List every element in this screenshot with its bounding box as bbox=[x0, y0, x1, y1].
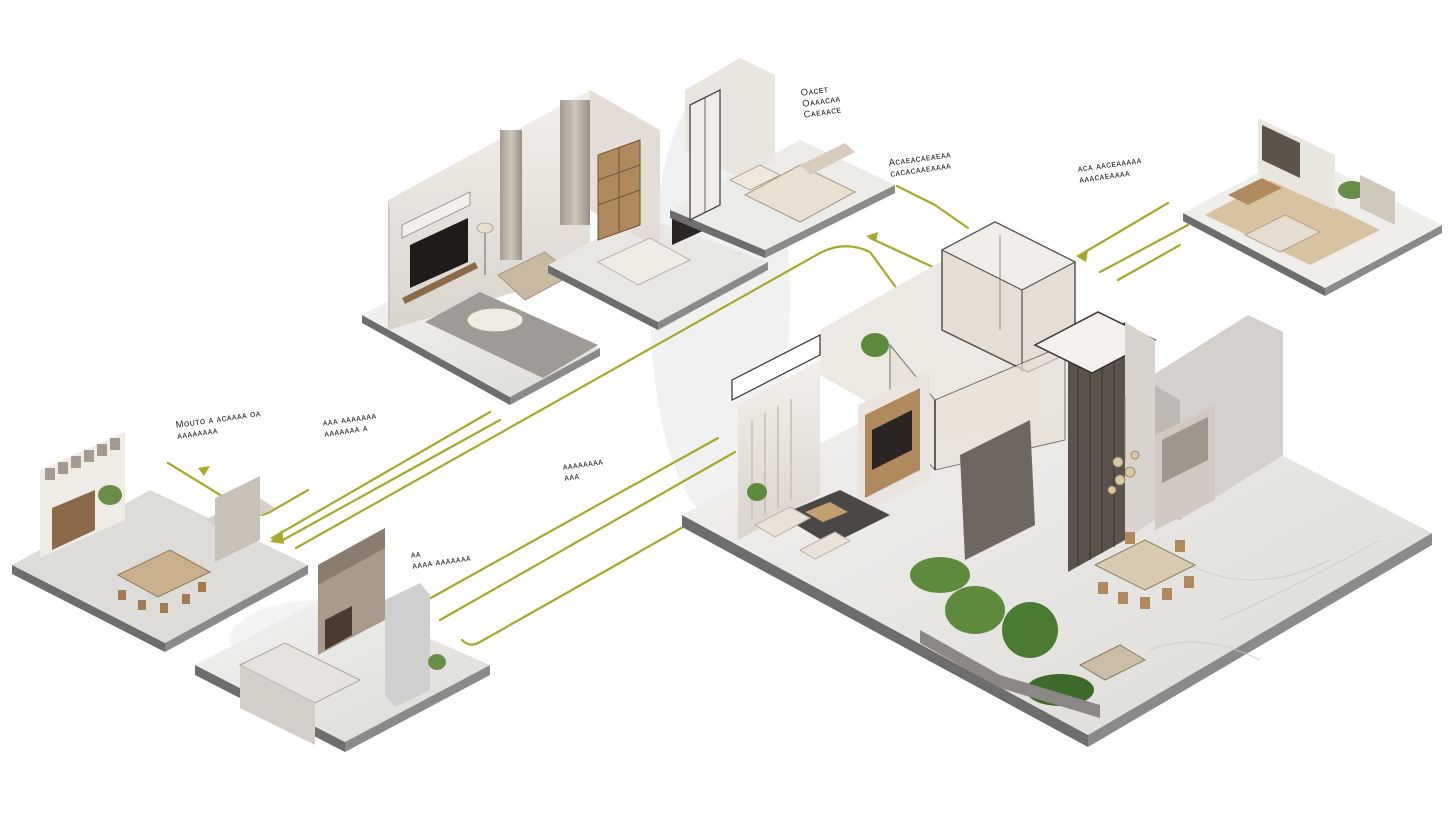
label-bedroom: Oᴀᴄᴇᴛ Oᴀᴀᴀᴄᴀᴀ Cᴀᴇᴀᴀᴄᴇ bbox=[800, 84, 843, 121]
connector-kitchen-2 bbox=[438, 450, 737, 622]
connector-long-2 bbox=[281, 418, 502, 542]
connector-long-3 bbox=[294, 245, 907, 550]
dining-table-left bbox=[116, 549, 212, 598]
kitchen-fridge bbox=[385, 583, 430, 707]
living-tv-frame bbox=[401, 191, 471, 239]
living-tv bbox=[410, 218, 468, 288]
module-study bbox=[1183, 118, 1442, 296]
media-sofa bbox=[596, 237, 692, 286]
tall-curtain-tower bbox=[1068, 322, 1125, 572]
outdoor-lounge bbox=[1078, 644, 1147, 681]
connector-study-2 bbox=[1098, 223, 1190, 274]
bedroom-headboard bbox=[800, 143, 855, 175]
bedroom-bench bbox=[729, 164, 781, 191]
study-desk bbox=[1228, 178, 1282, 205]
kitchen-oven bbox=[325, 606, 352, 650]
study-shelf bbox=[1262, 125, 1300, 178]
pendant-lights bbox=[1107, 395, 1140, 495]
lower-window-frame bbox=[731, 334, 821, 401]
connector-study-1 bbox=[1078, 201, 1170, 257]
connector-study-3 bbox=[1116, 243, 1182, 282]
dining-screen bbox=[52, 490, 95, 550]
living-rug-patterned bbox=[425, 292, 598, 378]
living-rug bbox=[780, 490, 890, 545]
kitchen-upper bbox=[318, 528, 385, 585]
kitchen-island bbox=[238, 642, 362, 704]
living-console bbox=[402, 262, 478, 304]
living-curtain-right bbox=[560, 100, 590, 225]
module-media-room bbox=[548, 90, 768, 330]
main-plants bbox=[747, 333, 1094, 706]
connector-kitchen-1 bbox=[418, 436, 720, 606]
connector-kitchen-3 bbox=[460, 490, 747, 646]
arrow-head-4 bbox=[1076, 250, 1088, 262]
dining-table bbox=[1093, 539, 1197, 591]
arrow-head-1 bbox=[270, 530, 284, 544]
module-kitchen bbox=[195, 528, 490, 752]
connector-lines bbox=[166, 184, 1190, 646]
coffee-table bbox=[805, 502, 848, 522]
arrow-head-2 bbox=[198, 466, 210, 476]
main-floor-side bbox=[682, 515, 1088, 747]
living-coffee-table bbox=[466, 307, 524, 333]
main-house-model bbox=[682, 221, 1432, 747]
upper-glass-roof bbox=[940, 221, 1077, 291]
study-sofa bbox=[1244, 214, 1321, 253]
bedroom-bed bbox=[743, 164, 857, 223]
study-side-shelf bbox=[1360, 175, 1395, 225]
module-dining bbox=[12, 432, 308, 652]
module-bedroom bbox=[670, 58, 895, 258]
kitchen-floor bbox=[195, 595, 490, 742]
dining-chairs bbox=[1098, 532, 1194, 609]
dining-art-grid bbox=[45, 438, 120, 480]
living-sofa bbox=[753, 506, 812, 538]
doorway bbox=[960, 420, 1035, 560]
arrow-head-3 bbox=[866, 232, 878, 242]
dining-shelf-unit bbox=[215, 476, 260, 562]
module-living-room bbox=[362, 90, 600, 405]
planter-box bbox=[920, 630, 1100, 718]
connector-long-1 bbox=[270, 410, 492, 540]
tv-screen bbox=[872, 410, 912, 470]
living-curtain-left bbox=[500, 130, 522, 260]
connector-living-top bbox=[868, 236, 937, 270]
main-floor-side-right bbox=[1088, 533, 1432, 747]
connector-bath bbox=[895, 184, 970, 230]
